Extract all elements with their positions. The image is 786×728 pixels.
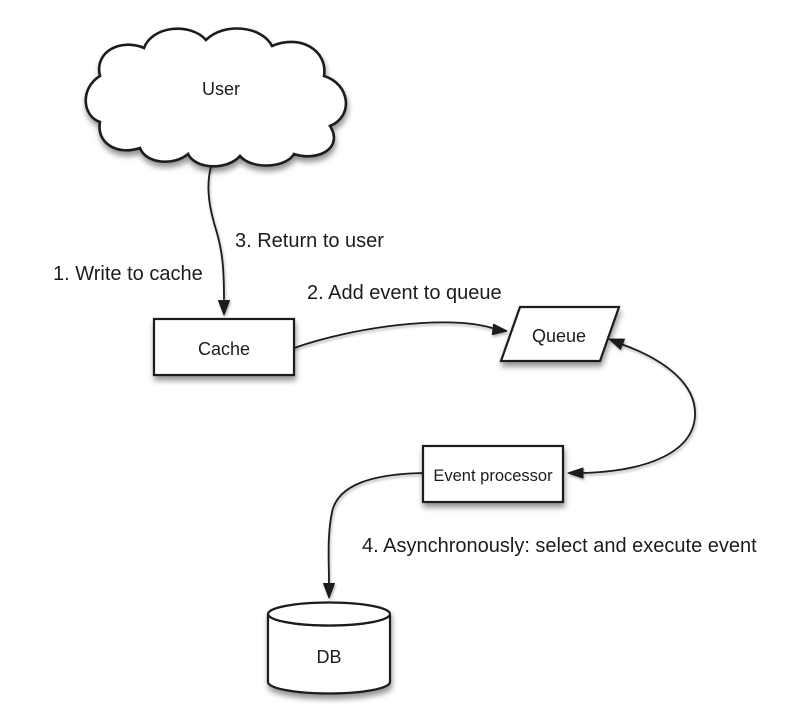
- user-label: User: [202, 79, 240, 99]
- arrowhead-user-to-cache: [218, 300, 230, 316]
- edge-event-processor-to-db: [327, 472, 424, 585]
- db-cylinder-top: [266, 601, 392, 627]
- user-cloud-shape: [84, 27, 348, 168]
- event-processor-label: Event processor: [433, 467, 553, 485]
- step2-label: 2. Add event to queue: [307, 282, 502, 304]
- edge-queue-event-processor: [583, 343, 696, 474]
- edge-user-to-cache: [207, 162, 225, 300]
- arrowhead-into-event-processor: [567, 467, 584, 479]
- queue-label: Queue: [532, 326, 586, 346]
- arrowhead-into-queue: [608, 338, 625, 350]
- queue-parallelogram: [499, 305, 621, 363]
- step4-label: 4. Asynchronously: select and execute ev…: [362, 535, 757, 557]
- cache-box: [152, 317, 296, 377]
- step3-label: 3. Return to user: [235, 230, 384, 252]
- arrowhead-cache-to-queue: [491, 323, 508, 336]
- cache-label: Cache: [198, 339, 250, 359]
- step1-label: 1. Write to cache: [53, 263, 203, 285]
- db-label: DB: [316, 647, 341, 667]
- edge-cache-to-queue: [293, 321, 493, 349]
- event-processor-box: [421, 444, 565, 504]
- arrowhead-event-processor-to-db: [323, 583, 335, 599]
